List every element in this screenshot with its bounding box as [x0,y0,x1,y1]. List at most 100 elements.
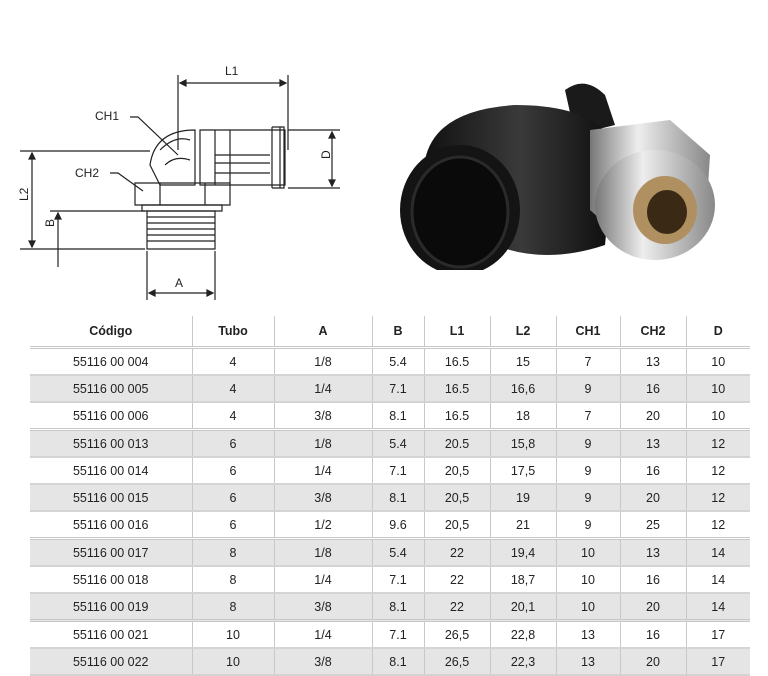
table-cell: 55116 00 019 [30,593,192,622]
table-cell: 10 [555,537,620,567]
table-cell: 7.1 [371,375,424,403]
table-cell: 9 [555,484,620,512]
table-cell: 1/4 [273,619,372,649]
table-cell: 1/4 [273,566,372,594]
table-cell: 4 [191,402,274,431]
table-cell: 19,4 [489,537,556,567]
table-cell: 21 [489,511,556,540]
table-cell: 12 [685,511,750,540]
table-cell: 55116 00 004 [30,347,192,376]
table-cell: 8.1 [371,593,424,622]
table-cell: 10 [685,375,750,403]
table-cell: 9.6 [371,511,424,540]
table-cell: 10 [191,619,274,649]
table-cell: 10 [555,593,620,622]
column-header: CH2 [619,316,686,349]
table-cell: 13 [619,347,686,376]
table-cell: 17 [685,619,750,649]
table-cell: 3/8 [273,648,372,676]
table-cell: 13 [619,428,686,458]
label-l1: L1 [225,64,239,78]
table-cell: 55116 00 016 [30,511,192,540]
table-cell: 4 [191,375,274,403]
table-cell: 22 [423,537,490,567]
table-cell: 20 [619,484,686,512]
table-cell: 9 [555,375,620,403]
table-cell: 16.5 [423,347,490,376]
column-header: Tubo [191,316,274,349]
table-cell: 26,5 [423,619,490,649]
table-cell: 16,6 [489,375,556,403]
table-cell: 7.1 [371,619,424,649]
table-cell: 55116 00 013 [30,428,192,458]
table-cell: 16 [619,457,686,485]
table-cell: 20,5 [423,511,490,540]
table-cell: 1/2 [273,511,372,540]
table-cell: 16 [619,566,686,594]
table-cell: 16.5 [423,375,490,403]
table-cell: 22,3 [489,648,556,676]
table-cell: 1/4 [273,457,372,485]
table-cell: 8 [191,593,274,622]
table-cell: 17,5 [489,457,556,485]
table-cell: 22 [423,593,490,622]
table-cell: 14 [685,566,750,594]
table-cell: 12 [685,484,750,512]
table-cell: 17 [685,648,750,676]
table-cell: 16 [619,619,686,649]
table-cell: 9 [555,511,620,540]
table-cell: 1/8 [273,537,372,567]
label-d: D [319,150,333,159]
table-cell: 13 [555,648,620,676]
table-cell: 55116 00 005 [30,375,192,403]
table-cell: 19 [489,484,556,512]
table-cell: 6 [191,457,274,485]
column-header: Código [30,316,192,349]
table-cell: 7 [555,402,620,431]
column-header: L1 [423,316,490,349]
table-cell: 1/8 [273,428,372,458]
table-cell: 14 [685,593,750,622]
column-header: L2 [489,316,556,349]
table-cell: 3/8 [273,484,372,512]
table-cell: 20,5 [423,484,490,512]
table-cell: 55116 00 015 [30,484,192,512]
column-header: CH1 [555,316,620,349]
table-cell: 8 [191,537,274,567]
column-header: B [371,316,424,349]
table-cell: 26,5 [423,648,490,676]
technical-drawing: L1 D L2 B A CH1 CH2 [17,64,340,300]
table-cell: 1/4 [273,375,372,403]
table-cell: 10 [685,347,750,376]
table-cell: 8.1 [371,484,424,512]
table-cell: 6 [191,428,274,458]
table-cell: 18,7 [489,566,556,594]
table-cell: 16 [619,375,686,403]
table-cell: 7 [555,347,620,376]
product-photo [400,83,715,270]
table-cell: 5.4 [371,537,424,567]
label-a: A [175,276,183,290]
table-cell: 55116 00 021 [30,619,192,649]
table-cell: 22 [423,566,490,594]
table-cell: 7.1 [371,457,424,485]
table-cell: 20.5 [423,428,490,458]
label-ch1: CH1 [95,109,119,123]
column-header: D [685,316,750,349]
table-cell: 3/8 [273,593,372,622]
table-cell: 20 [619,593,686,622]
table-cell: 16.5 [423,402,490,431]
table-cell: 18 [489,402,556,431]
table-cell: 1/8 [273,347,372,376]
table-cell: 12 [685,457,750,485]
table-cell: 13 [619,537,686,567]
table-cell: 5.4 [371,347,424,376]
